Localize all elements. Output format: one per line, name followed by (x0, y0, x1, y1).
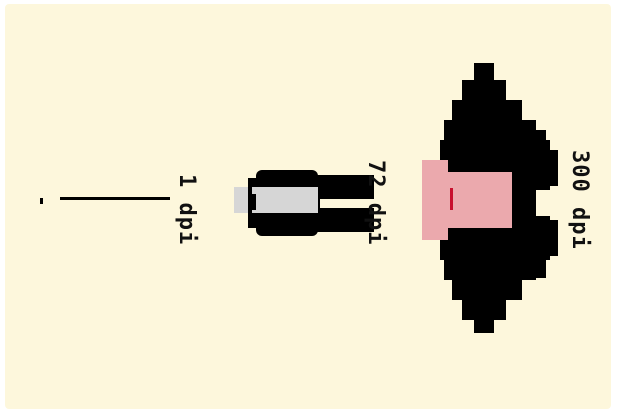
label-1-dpi: 1 dpi (175, 174, 197, 245)
seventy-two-dpi-shape (234, 170, 374, 236)
three-hundred-dpi-shape (422, 63, 558, 333)
one-dpi-shape (40, 197, 170, 204)
label-300-dpi: 300 dpi (568, 150, 590, 250)
label-72-dpi: 72 dpi (364, 160, 386, 245)
